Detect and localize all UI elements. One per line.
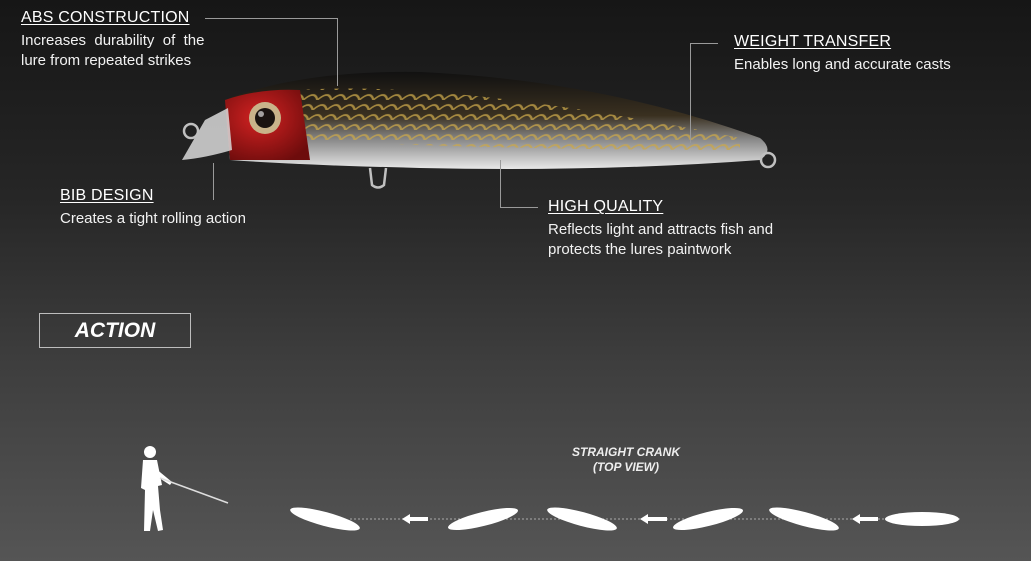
crank-title: STRAIGHT CRANK <box>572 445 680 459</box>
weight-callout-line <box>690 43 718 44</box>
feature-title: HIGH QUALITY <box>548 198 664 215</box>
arrow-left-icon <box>640 514 667 524</box>
feature-title: WEIGHT TRANSFER <box>734 33 892 50</box>
lure-topview-icon <box>885 512 959 526</box>
quality-callout-line-v <box>500 160 501 208</box>
feature-desc: Creates a tight rolling action <box>60 210 246 227</box>
crank-subtitle: (TOP VIEW) <box>593 460 659 474</box>
lure-topview-icon <box>448 507 518 531</box>
lure-topview-icon <box>547 507 617 531</box>
feature-title: ABS CONSTRUCTION <box>21 9 190 26</box>
feature-abs: ABS CONSTRUCTION Increases durability of… <box>21 9 204 71</box>
lure-topview-icon <box>673 507 743 531</box>
arrow-left-icon <box>402 514 428 524</box>
feature-bib: BIB DESIGN Creates a tight rolling actio… <box>60 187 246 229</box>
feature-weight: WEIGHT TRANSFER Enables long and accurat… <box>734 33 951 75</box>
feature-desc: Enables long and accurate casts <box>734 56 951 73</box>
bib-callout-line <box>213 163 214 200</box>
action-heading: ACTION <box>39 313 191 348</box>
feature-desc: Reflects light and attracts fish and <box>548 221 774 238</box>
abs-callout-line <box>205 18 338 19</box>
feature-desc: protects the lures paintwork <box>548 241 732 258</box>
feature-title: BIB DESIGN <box>60 187 154 204</box>
weight-callout-line-v <box>690 43 691 143</box>
feature-quality: HIGH QUALITY Reflects light and attracts… <box>548 198 773 260</box>
quality-callout-line <box>500 207 538 208</box>
lure-topview-icon <box>769 507 839 531</box>
lure-image <box>182 71 777 189</box>
arrow-left-icon <box>852 514 878 524</box>
abs-callout-line-v <box>337 18 338 86</box>
action-diagram <box>141 446 960 531</box>
angler-icon <box>141 446 229 531</box>
feature-desc: Increases durability of the <box>21 32 205 49</box>
straight-crank-label: STRAIGHT CRANK (TOP VIEW) <box>546 445 706 475</box>
feature-desc: lure from repeated strikes <box>21 52 192 69</box>
lure-topview-icon <box>290 507 360 531</box>
